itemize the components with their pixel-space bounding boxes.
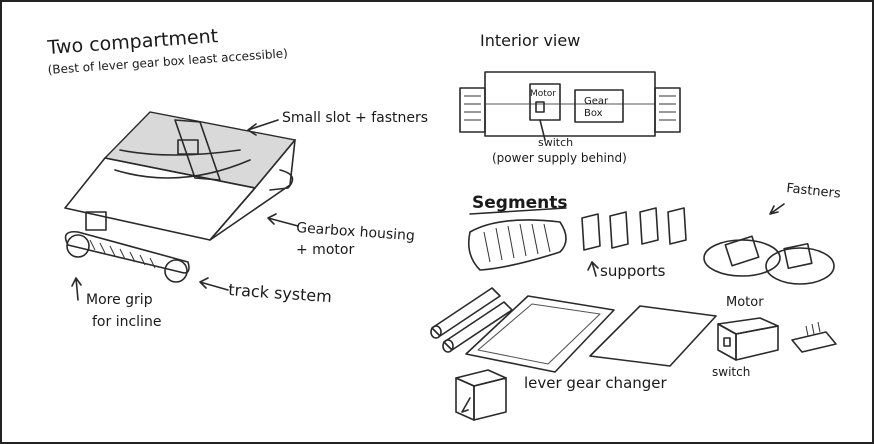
support-blocks <box>581 207 687 251</box>
arrow-track-system <box>199 277 229 291</box>
label-switch: switch <box>538 136 573 149</box>
lever-gear-changer-box <box>455 369 507 421</box>
arrow-gearbox <box>267 213 299 227</box>
frame-plate <box>465 295 717 373</box>
label-power-supply: (power supply behind) <box>492 151 627 165</box>
label-supports: supports <box>600 262 666 280</box>
heading-interior-view: Interior view <box>480 31 580 50</box>
segments-underline <box>469 207 567 215</box>
connector-part <box>791 321 837 353</box>
label-gear-box-2: Box <box>584 108 603 119</box>
rods <box>430 287 513 353</box>
label-more-grip-1: More grip <box>86 292 153 308</box>
label-lever-gear-changer: lever gear changer <box>524 374 668 392</box>
label-gearbox-2: + motor <box>296 242 354 258</box>
label-more-grip-2: for incline <box>92 314 161 330</box>
label-small-slot: Small slot + fastners <box>282 110 428 126</box>
label-motor-small: Motor <box>726 295 764 310</box>
label-fastners: Fastners <box>786 181 842 202</box>
label-track-system: track system <box>228 280 333 306</box>
label-switch-small: switch <box>712 365 750 379</box>
robot-body <box>64 111 297 241</box>
arrow-supports <box>587 261 599 277</box>
arrow-small-slot <box>247 119 279 136</box>
track-system <box>64 169 294 283</box>
label-gearbox-1: Gearbox housing <box>296 220 416 244</box>
track-segment <box>467 219 567 271</box>
heading-segments: Segments <box>472 193 568 213</box>
label-motor: Motor <box>530 89 556 99</box>
interior-view-diagram <box>459 71 681 137</box>
label-gear-box-1: Gear <box>584 96 609 107</box>
arrow-more-grip <box>71 277 82 301</box>
motor-box <box>717 317 779 361</box>
fastner-drawings <box>703 235 835 285</box>
arrow-switch <box>539 119 546 141</box>
arrow-fastners <box>769 203 785 215</box>
